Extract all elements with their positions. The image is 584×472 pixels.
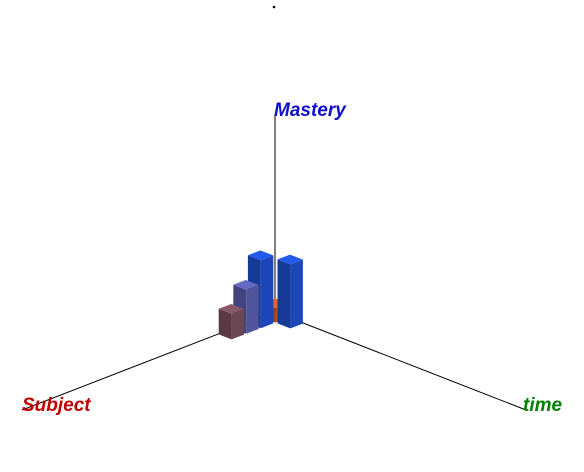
bar-top — [277, 254, 303, 265]
top-dot — [272, 5, 276, 9]
time-axis-label: time — [523, 395, 563, 416]
bar-side-right — [260, 255, 274, 329]
bar-top — [233, 280, 259, 290]
bar-side-right — [290, 259, 303, 329]
bars-group — [218, 250, 303, 340]
bar-side-left — [277, 259, 291, 329]
bar-side-right — [231, 309, 245, 340]
bar-mark — [277, 254, 303, 329]
time-axis-line — [274, 311, 527, 411]
mastery-axis-label: Mastery — [274, 100, 347, 121]
subject-axis-label: Subject — [22, 395, 91, 416]
bar-top — [247, 250, 274, 261]
bar-mark — [218, 304, 245, 340]
bar-top — [218, 304, 245, 314]
bar-side-right — [246, 285, 259, 334]
bar-side-left — [218, 308, 232, 340]
